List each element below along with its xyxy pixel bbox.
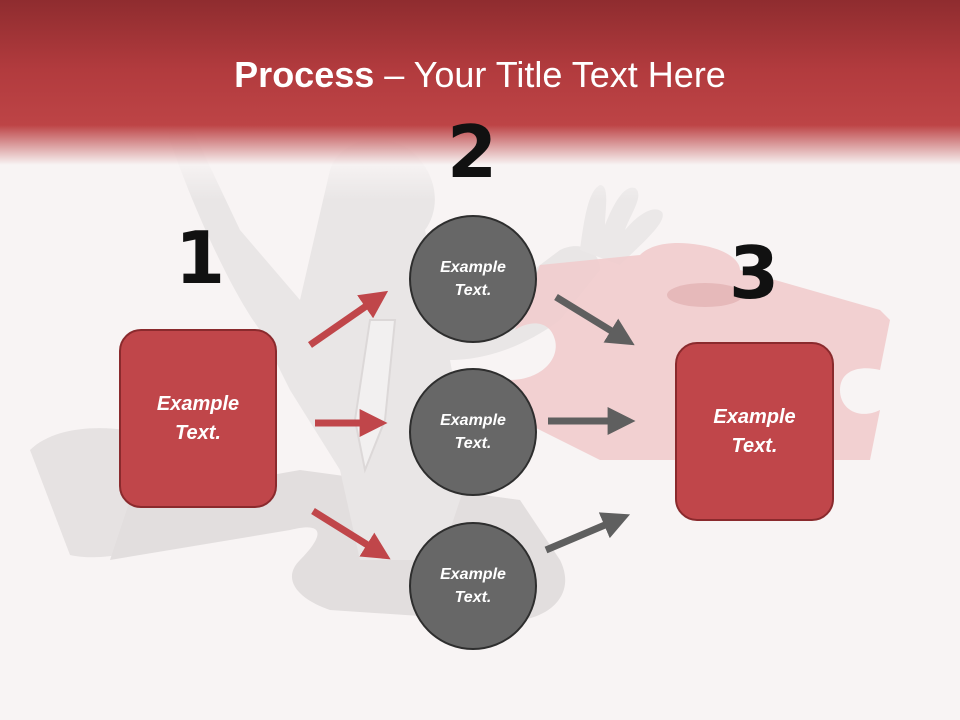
step-1-box: Example Text. <box>119 329 277 508</box>
step-3-number: 3 <box>728 231 780 315</box>
title-rest: – Your Title Text Here <box>374 54 726 95</box>
figure-hand <box>580 185 663 265</box>
title-bold: Process <box>234 54 375 95</box>
slide-title: Process – Your Title Text Here <box>0 52 960 98</box>
arrow-2c-to-3 <box>544 512 631 554</box>
step-2-number: 2 <box>446 110 498 194</box>
step-1-number: 1 <box>174 216 226 300</box>
arrow-2a-to-3 <box>554 294 635 346</box>
puzzle-notch <box>667 283 743 307</box>
title-bar <box>0 0 960 200</box>
arrow-1-to-2a <box>308 290 389 348</box>
step-2-circle-3: Example Text. <box>409 522 537 650</box>
step-2-circle-2: Example Text. <box>409 368 537 496</box>
step-2-circle-3-text: Example Text. <box>440 566 506 606</box>
arrow-1-to-2c <box>311 508 391 560</box>
step-1-text: Example Text. <box>156 392 240 444</box>
step-2-circle-1: Example Text. <box>409 215 537 343</box>
step-2-circle-1-text: Example Text. <box>440 259 506 299</box>
step-3-box: Example Text. <box>675 342 834 521</box>
step-2-circle-2-text: Example Text. <box>440 412 506 452</box>
step-3-text: Example Text. <box>713 405 796 457</box>
